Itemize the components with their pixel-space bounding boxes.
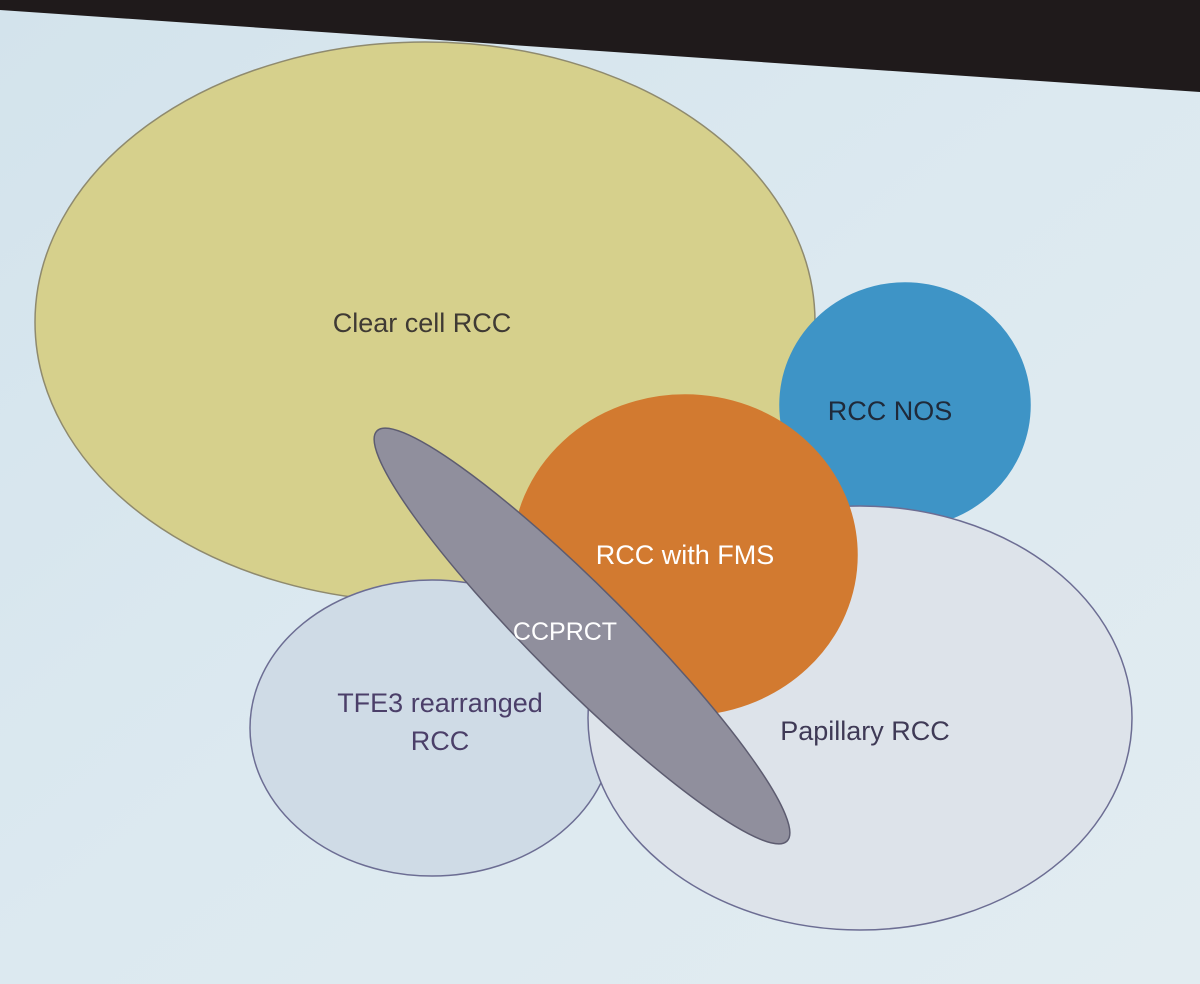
ccprct-region [373,427,791,845]
clear-cell-rcc-label: Clear cell RCC [333,308,512,338]
papillary-rcc-label: Papillary RCC [780,716,950,746]
tfe3-rearranged-label-line1: TFE3 rearranged [337,688,543,718]
rcc-nos-label: RCC NOS [828,396,953,426]
ccprct-label: CCPRCT [513,618,617,646]
rcc-with-fms-label: RCC with FMS [596,540,775,570]
tfe3-rearranged-label-line2: RCC [411,726,470,756]
